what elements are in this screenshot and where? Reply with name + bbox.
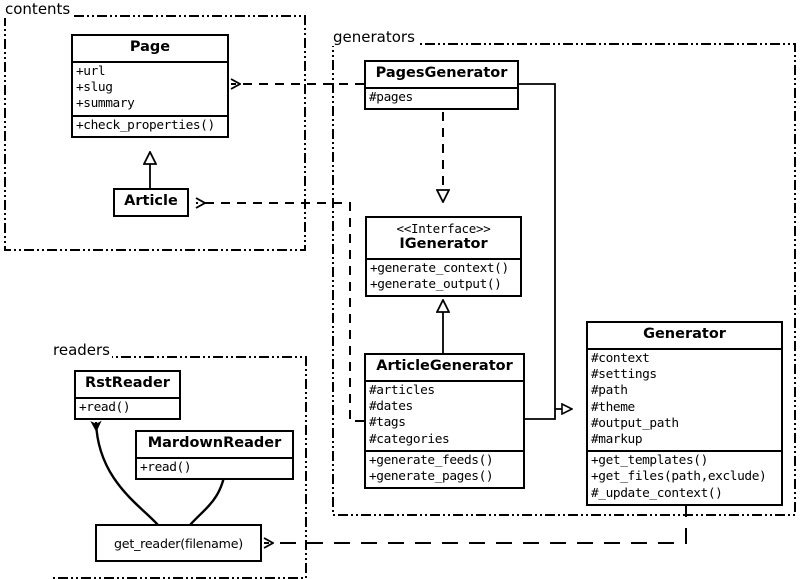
operation: +check_properties() xyxy=(76,117,215,133)
attribute: #context xyxy=(591,350,650,366)
class-operations-articlegenerator: +generate_feeds() +generate_pages() xyxy=(366,449,523,487)
class-name-page: Page xyxy=(129,39,171,55)
operation: +get_templates() xyxy=(591,453,708,469)
class-attributes-articlegenerator: #articles #dates #tags #categories xyxy=(366,379,523,450)
class-box-mardownreader[interactable]: MardownReader +read() xyxy=(135,430,294,481)
operation: +read() xyxy=(140,459,192,475)
class-operations-generator: +get_templates() +get_files(path,exclude… xyxy=(588,450,781,504)
class-name-generator: Generator xyxy=(643,326,726,342)
attribute: +summary xyxy=(76,96,135,112)
attribute: #pages xyxy=(369,89,413,105)
class-operations-page: +check_properties() xyxy=(73,114,227,136)
class-box-igenerator[interactable]: <<Interface>> IGenerator +generate_conte… xyxy=(365,216,522,298)
relation-articlegenerator-depends-article xyxy=(196,203,364,422)
class-box-rstreader[interactable]: RstReader +read() xyxy=(74,370,181,421)
attribute: #theme xyxy=(591,399,635,415)
class-attributes-page: +url +slug +summary xyxy=(73,60,227,115)
attribute: #output_path xyxy=(591,415,679,431)
class-box-article[interactable]: Article xyxy=(113,188,189,217)
class-box-articlegenerator[interactable]: ArticleGenerator #articles #dates #tags … xyxy=(364,353,525,490)
class-operations-rstreader: +read() xyxy=(76,396,179,418)
attribute: #categories xyxy=(369,431,450,447)
operation: +get_files(path,exclude) xyxy=(591,469,767,485)
class-box-page[interactable]: Page +url +slug +summary +check_properti… xyxy=(71,34,229,138)
operation: +generate_output() xyxy=(370,276,502,292)
class-operations-mardownreader: +read() xyxy=(137,456,292,478)
attribute: +slug xyxy=(76,80,113,96)
relation-pagesgenerator-generalizes-generator xyxy=(519,83,572,409)
class-name-text-igenerator: IGenerator xyxy=(399,235,488,252)
attribute: #path xyxy=(591,383,628,399)
class-attributes-generator: #context #settings #path #theme #output_… xyxy=(588,347,781,450)
operation: +generate_pages() xyxy=(369,468,494,484)
operation: #_update_context() xyxy=(591,485,723,501)
package-label-readers: readers xyxy=(52,341,112,359)
class-name-article: Article xyxy=(124,193,178,209)
attribute: #markup xyxy=(591,431,643,447)
class-name-mardownreader: MardownReader xyxy=(147,435,282,451)
class-box-generator[interactable]: Generator #context #settings #path #them… xyxy=(586,321,783,506)
class-operations-igenerator: +generate_context() +generate_output() xyxy=(367,257,520,295)
operation: +read() xyxy=(79,399,131,415)
class-name-pagesgenerator: PagesGenerator xyxy=(375,65,508,81)
class-stereotype-igenerator: <<Interface>> xyxy=(396,221,491,236)
attribute: #tags xyxy=(369,415,406,431)
function-box-get-reader[interactable]: get_reader(filename) xyxy=(95,524,262,562)
class-box-pagesgenerator[interactable]: PagesGenerator #pages xyxy=(364,60,519,111)
attribute: #articles xyxy=(369,382,435,398)
function-label-get-reader: get_reader(filename) xyxy=(114,535,243,551)
class-name-rstreader: RstReader xyxy=(85,375,170,391)
relation-generator-depends-getreader xyxy=(264,501,687,543)
operation: +generate_feeds() xyxy=(369,452,494,468)
attribute: #dates xyxy=(369,399,413,415)
attribute: +url xyxy=(76,63,106,79)
operation: +generate_context() xyxy=(370,260,509,276)
class-attributes-pagesgenerator: #pages xyxy=(366,86,517,108)
class-name-igenerator: <<Interface>> IGenerator xyxy=(367,218,520,258)
attribute: #settings xyxy=(591,367,657,383)
relation-articlegenerator-generalizes-generator xyxy=(525,409,556,420)
package-label-contents: contents xyxy=(4,0,73,18)
package-label-generators: generators xyxy=(332,28,417,46)
class-name-articlegenerator: ArticleGenerator xyxy=(376,358,513,374)
